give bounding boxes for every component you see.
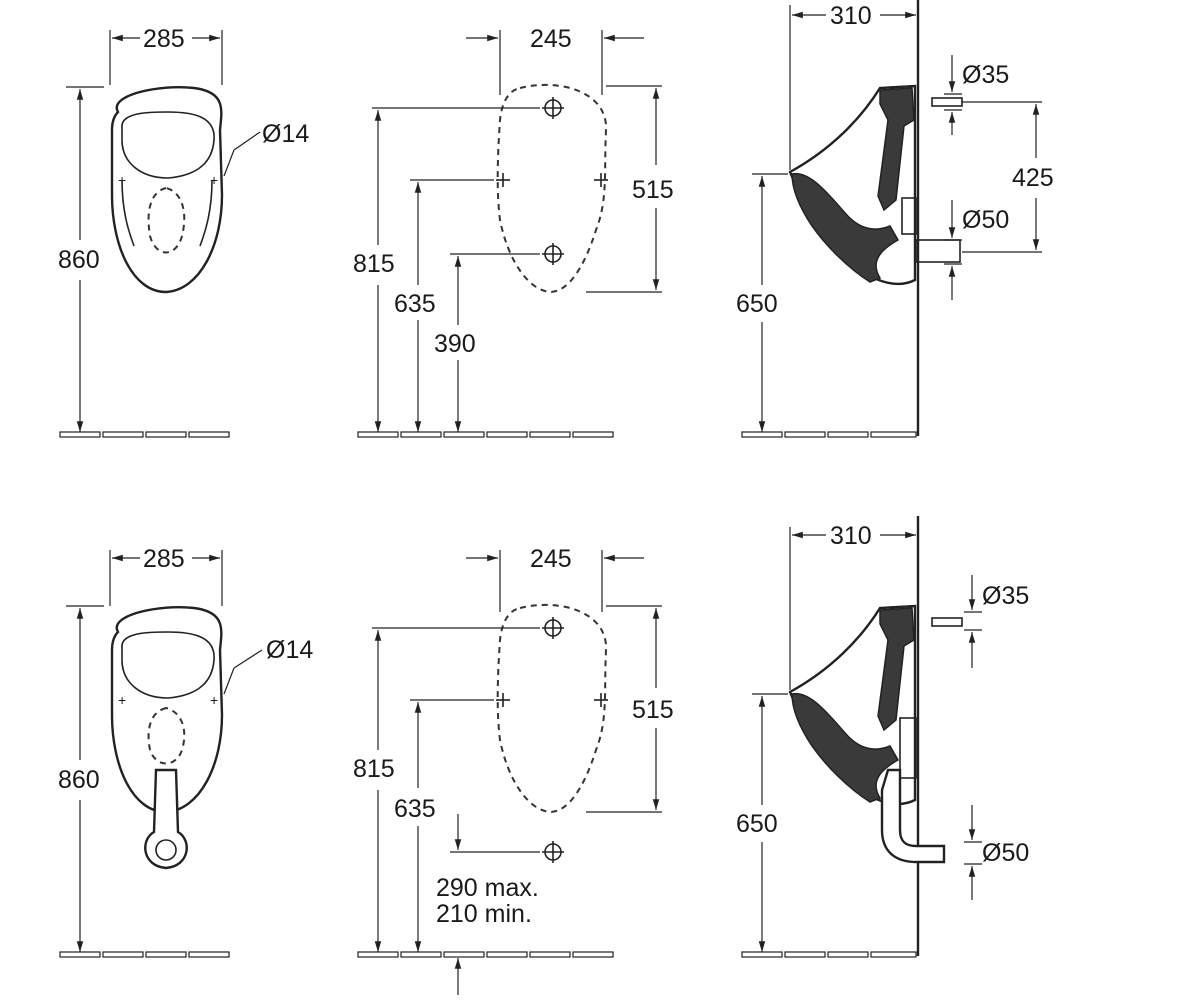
top-side-rim-height-label: 650 [736,290,778,318]
top-front-height-label: 860 [58,246,100,274]
bottom-front-height-label: 860 [58,766,100,794]
install-outline [496,84,608,294]
top-side-spacing-label: 425 [1012,164,1054,192]
top-side-depth-label: 310 [830,2,872,30]
svg-text:+: + [210,692,218,708]
top-install-bottom-fixing-label: 390 [434,330,476,358]
bottom-side-outlet-label: Ø50 [982,839,1029,867]
siphon-pipe [144,768,188,870]
svg-text:+: + [118,172,126,188]
bottom-side-depth-label: 310 [830,522,872,550]
fixing-point-top [542,97,564,119]
svg-text:+: + [210,172,218,188]
floor-line [357,951,614,958]
svg-text:+: + [118,692,126,708]
bottom-install-width-label: 245 [530,545,572,573]
floor-line [357,431,614,438]
floor-line [741,431,917,438]
bottom-front-width-label: 285 [143,545,185,573]
bottom-side-inlet-label: Ø35 [982,582,1029,610]
floor-line [59,431,230,438]
top-install-top-fixing-label: 815 [353,250,395,278]
top-side-inlet-label: Ø35 [962,61,1009,89]
bottom-install-range-min-label: 210 min. [436,900,532,928]
bottom-install-top-fixing-label: 815 [353,755,395,783]
top-front-hole-label: Ø14 [262,120,309,148]
floor-line [741,951,917,958]
fixing-point-top [542,617,564,639]
top-front-view: 285 860 + + Ø14 [58,25,309,438]
fixing-point-drain [542,841,564,863]
bottom-front-view: 285 860 + + Ø14 [58,545,313,958]
urinal-front-body [110,86,224,294]
bottom-side-view: 310 Ø35 Ø50 650 [736,516,1029,958]
bottom-install-height-label: 515 [632,696,674,724]
bottom-install-range-max-label: 290 max. [436,874,539,902]
bottom-front-hole-label: Ø14 [266,636,313,664]
fixing-point-bottom [542,243,564,265]
top-side-outlet-label: Ø50 [962,206,1009,234]
install-outline [496,604,608,814]
top-install-side-fixing-label: 635 [394,290,436,318]
top-install-view: 245 815 635 390 515 [353,25,674,438]
bottom-install-side-fixing-label: 635 [394,795,436,823]
top-front-width-label: 285 [143,25,185,53]
bottom-install-view: 245 815 635 290 max. 210 min. 5 [353,545,674,995]
top-install-width-label: 245 [530,25,572,53]
floor-line [59,951,230,958]
siphon-pipe [880,768,946,864]
top-install-height-label: 515 [632,176,674,204]
top-side-view: 310 Ø35 425 Ø50 650 [736,0,1054,438]
urinal-front-body [110,606,224,814]
bottom-side-rim-height-label: 650 [736,810,778,838]
